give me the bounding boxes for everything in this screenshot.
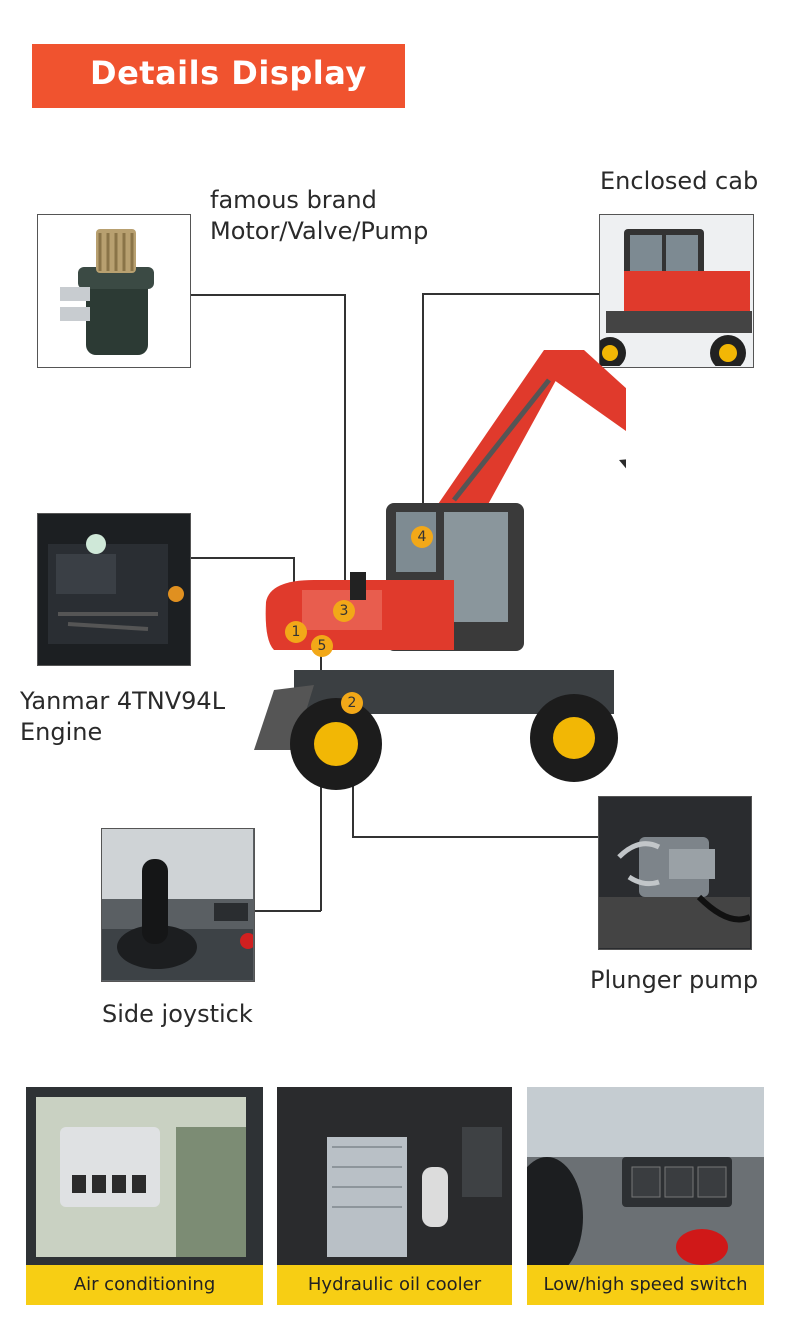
connector-line	[352, 836, 598, 838]
engine-label-line1: Yanmar 4TNV94L	[20, 687, 226, 715]
connector-line	[422, 293, 424, 538]
thumbnail-speed-switch: Low/high speed switch	[527, 1087, 764, 1305]
thumbnail-caption: Hydraulic oil cooler	[277, 1265, 512, 1305]
connector-line	[190, 557, 294, 559]
thumbnail-caption: Air conditioning	[26, 1265, 263, 1305]
pump-label: Plunger pump	[590, 966, 759, 994]
excavator-illustration	[254, 340, 626, 795]
pump-photo	[598, 796, 752, 950]
connector-line	[254, 910, 321, 912]
marker-5-badge: 5	[311, 635, 333, 657]
thumbnail-hydraulic-oil-cooler: Hydraulic oil cooler	[277, 1087, 512, 1305]
connector-line	[344, 294, 346, 604]
page-title: Details Display	[90, 54, 367, 92]
motor-label: famous brand Motor/Valve/Pump	[210, 185, 428, 247]
thumbnail-caption: Low/high speed switch	[527, 1265, 764, 1305]
connector-line	[422, 293, 600, 295]
engine-photo	[37, 513, 191, 666]
motor-label-line2: Motor/Valve/Pump	[210, 217, 429, 245]
title-banner: Details Display	[32, 44, 405, 108]
marker-1-badge: 1	[285, 621, 307, 643]
motor-photo	[37, 214, 191, 368]
connector-line	[190, 294, 345, 296]
joystick-photo	[101, 828, 255, 982]
cab-label: Enclosed cab	[600, 167, 759, 195]
cab-photo	[599, 214, 754, 368]
joystick-label: Side joystick	[102, 1000, 253, 1028]
motor-label-line1: famous brand	[210, 186, 377, 214]
marker-2-badge: 2	[341, 692, 363, 714]
marker-3-badge: 3	[333, 600, 355, 622]
thumbnail-air-conditioning: Air conditioning	[26, 1087, 263, 1305]
engine-label-line2: Engine	[20, 718, 103, 746]
engine-label: Yanmar 4TNV94L Engine	[20, 686, 225, 748]
marker-4-badge: 4	[411, 526, 433, 548]
